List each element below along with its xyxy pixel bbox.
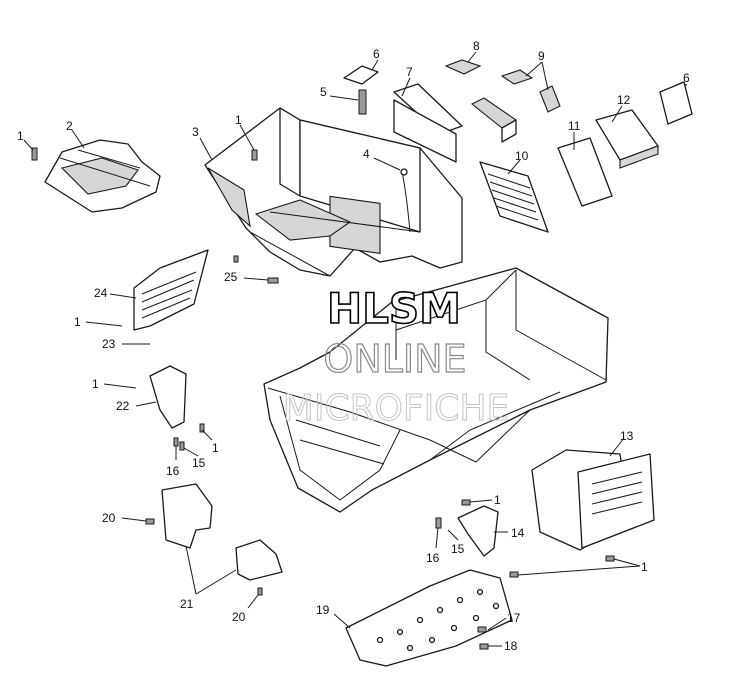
callout-labels: 1 2 3 1 4 5 6 7 8 9 10 11 12 6 24 25 1 2… (17, 39, 690, 653)
leader-lines (23, 51, 687, 647)
bolt-1-top-left (31, 147, 38, 161)
callout-10: 10 (515, 149, 529, 163)
part-6-pad-right (659, 81, 693, 125)
callout-19: 19 (316, 603, 330, 617)
callout-23: 23 (102, 337, 116, 351)
callout-15: 15 (192, 456, 206, 470)
part-6-pad-left (343, 65, 379, 85)
callout-1: 1 (494, 493, 501, 507)
callout-1: 1 (74, 315, 81, 329)
callout-1: 1 (235, 113, 242, 127)
callout-13: 13 (620, 429, 634, 443)
part-4-cable (400, 168, 411, 233)
watermark-line-3: MICROFICHE (283, 388, 509, 429)
callout-1: 1 (92, 377, 99, 391)
callout-24: 24 (94, 286, 108, 300)
part-16-15-bolts-left (173, 423, 205, 451)
part-13-box (531, 449, 655, 551)
part-2-hood-panel (44, 139, 161, 213)
callout-14: 14 (511, 526, 525, 540)
callout-22: 22 (116, 399, 130, 413)
callout-15: 15 (451, 542, 465, 556)
part-20-left-bracket (161, 483, 213, 549)
part-20-bolts (145, 518, 263, 596)
callout-7: 7 (406, 65, 413, 79)
callout-2: 2 (66, 119, 73, 133)
callout-3: 3 (192, 125, 199, 139)
callout-17: 17 (507, 611, 521, 625)
watermark-line-2: ONLINE (323, 337, 466, 381)
part-10-grille (479, 161, 549, 233)
callout-20: 20 (102, 511, 116, 525)
callout-11: 11 (568, 119, 581, 133)
part-19-skid-plate (345, 569, 513, 667)
bolt-1-bed (251, 149, 258, 161)
callout-1: 1 (17, 129, 24, 143)
callout-16: 16 (166, 464, 180, 478)
watermark-line-1: HLSM (327, 284, 461, 333)
callout-21: 21 (180, 597, 194, 611)
part-9-strips (500, 69, 561, 113)
callout-1: 1 (641, 560, 648, 574)
callout-1: 1 (212, 441, 219, 455)
callout-4: 4 (363, 147, 370, 161)
part-14-bracket (457, 505, 499, 557)
callout-20: 20 (232, 610, 246, 624)
callout-18: 18 (504, 639, 518, 653)
callout-8: 8 (473, 39, 480, 53)
part-15-16-bolts-right (435, 499, 615, 578)
part-25-bolt (233, 255, 279, 284)
part-12-cushion (595, 109, 659, 169)
callout-25: 25 (224, 270, 238, 284)
part-17-18-bolts (477, 626, 489, 650)
part-5-bracket (358, 89, 367, 115)
part-frame (263, 267, 609, 513)
callout-16: 16 (426, 551, 440, 565)
watermark: HLSM ONLINE MICROFICHE (282, 283, 509, 429)
callout-5: 5 (320, 85, 327, 99)
part-3-cargo-bed (204, 107, 463, 277)
part-8-pad (444, 59, 482, 75)
callout-12: 12 (617, 93, 631, 107)
callout-6: 6 (373, 47, 380, 61)
callout-6: 6 (683, 71, 690, 85)
part-22-bracket (149, 365, 187, 429)
part-11-pad (557, 137, 613, 207)
part-7-panel (393, 83, 518, 163)
callout-9: 9 (538, 49, 545, 63)
part-24-side-panel (133, 249, 209, 331)
part-21-mount (235, 539, 283, 581)
